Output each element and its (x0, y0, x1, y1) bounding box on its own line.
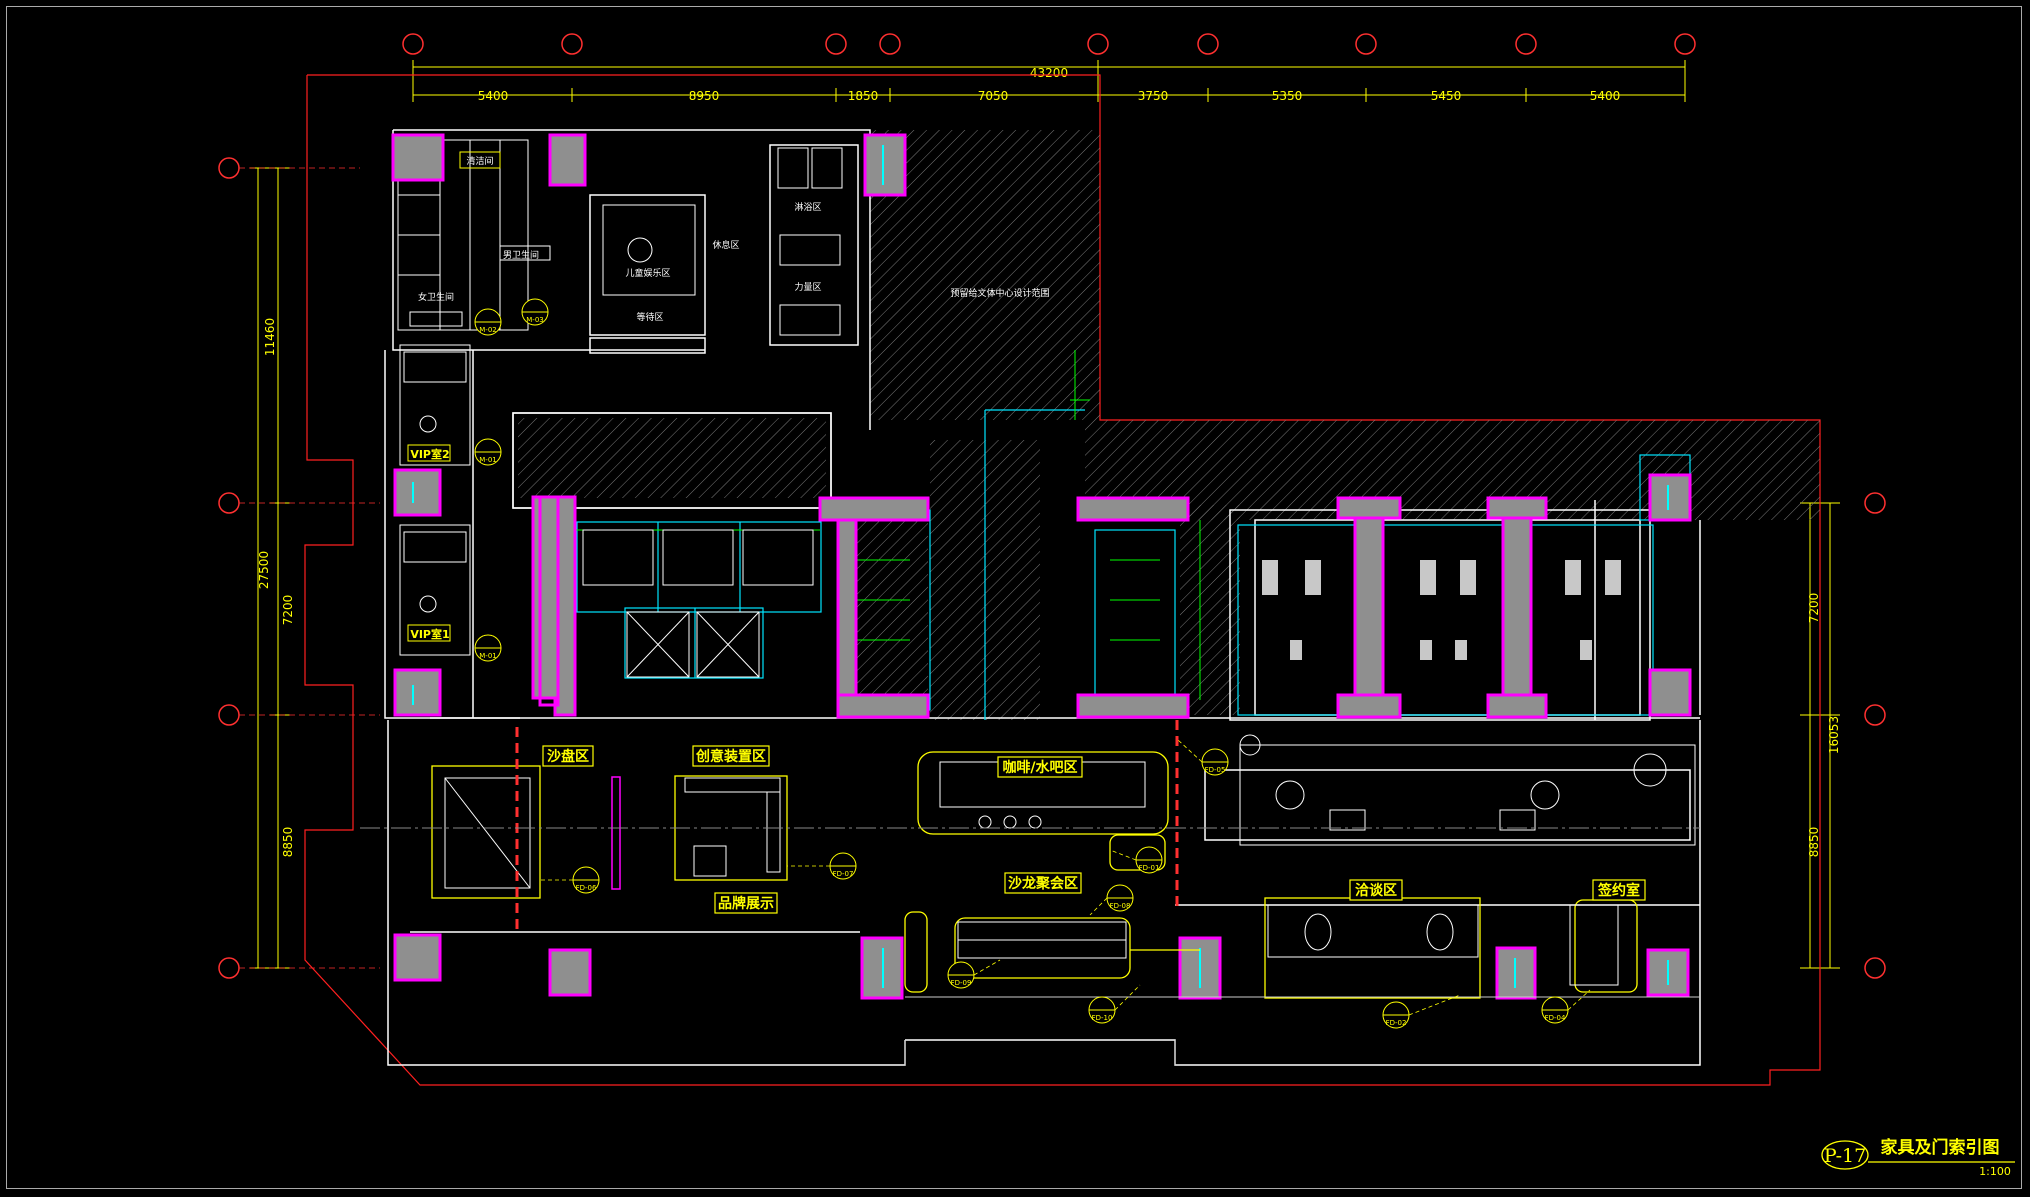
vip2-label: VIP室2 (410, 447, 449, 461)
span-label-7: 5450 (1431, 89, 1462, 103)
span-label-3: 1850 (848, 89, 879, 103)
left-grid-bubbles (218, 157, 240, 979)
zone-label-boxes (542, 745, 1646, 914)
span-label-1: 5400 (478, 89, 509, 103)
drawing-title: 家具及门索引图 (1881, 1137, 2000, 1158)
children-area-label: 儿童娱乐区 (625, 267, 670, 279)
female-wc-label: 女卫生间 (418, 291, 454, 303)
elevator-shafts (582, 529, 814, 678)
door-tag-m01-vip1: M-01 (479, 652, 496, 660)
furniture-tag-fd08: FD-08 (1110, 902, 1131, 910)
left-upper-dim: 11460 (263, 318, 277, 356)
right-overall-dim: 16053 (1827, 716, 1841, 754)
door-tag-m02: M-02 (479, 326, 496, 334)
furniture-tag-fd10: FD-10 (1092, 1014, 1113, 1022)
furniture-tag-fd07: FD-07 (833, 870, 854, 878)
leader-lines (540, 739, 1591, 1016)
span-label-5: 3750 (1138, 89, 1169, 103)
top-grid-bubbles (402, 33, 1696, 55)
right-lower-dim: 8850 (1807, 827, 1821, 858)
partition-lines (515, 720, 1179, 935)
male-wc-label: 男卫生间 (503, 249, 539, 261)
drawing-scale: 1:100 (1979, 1165, 2011, 1178)
reserved-zone-label: 预留给文体中心设计范围 (950, 287, 1049, 299)
door-tag-m01-vip2: M-01 (479, 456, 496, 464)
span-label-8: 5400 (1590, 89, 1621, 103)
furniture-tag-fd05: FD-05 (1205, 766, 1226, 774)
furniture-tag-fd06: FD-06 (576, 884, 597, 892)
brand-display-label: 品牌展示 (718, 895, 774, 912)
vip-rooms (399, 344, 471, 656)
sheet-number: P-17 (1824, 1145, 1866, 1167)
coffee-bar-zone-label: 咖啡/水吧区 (1002, 759, 1077, 776)
top-room-furniture (602, 147, 843, 336)
left-overall-dim: 27500 (257, 551, 271, 589)
title-block (1821, 1140, 2015, 1170)
salon-zone-label: 沙龙聚会区 (1008, 875, 1078, 892)
overall-width-label: 43200 (1030, 66, 1068, 80)
lower-zone-outlines (431, 751, 1638, 999)
vip1-label: VIP室1 (410, 627, 449, 641)
negotiation-zone-label: 洽谈区 (1355, 882, 1397, 899)
left-lower-dim: 8850 (281, 827, 295, 858)
sand-table-zone-label: 沙盘区 (547, 748, 589, 765)
creative-decor-zone-label: 创意装置区 (695, 748, 766, 765)
furniture-tag-fd09: FD-09 (951, 979, 972, 987)
vip2-box (407, 444, 451, 462)
right-bays (1262, 560, 1621, 660)
cleaning-room-label: 清洁间 (466, 155, 493, 167)
right-upper-dim: 7200 (1807, 593, 1821, 624)
rest-area-label: 休息区 (712, 239, 739, 251)
furniture-tag-fd04: FD-04 (1545, 1014, 1566, 1022)
waiting-area-label: 等待区 (636, 311, 663, 323)
span-label-4: 7050 (978, 89, 1009, 103)
signing-room-label: 签约室 (1597, 882, 1640, 899)
index-tag-circles (474, 298, 1569, 1029)
vip1-box (407, 624, 451, 642)
left-middle-dim: 7200 (281, 595, 295, 626)
sheet-number-ellipse (1821, 1140, 1869, 1170)
display-partition (611, 776, 621, 890)
door-tag-m03: M-03 (526, 316, 543, 324)
furniture-tag-fd01: FD-01 (1139, 864, 1160, 872)
span-label-6: 5350 (1272, 89, 1303, 103)
balcony-lines (904, 996, 1700, 1065)
span-label-2: 8950 (689, 89, 720, 103)
power-area-label: 力量区 (794, 281, 821, 293)
right-grid-bubbles (1864, 492, 1886, 979)
lower-furniture (444, 734, 1696, 986)
furniture-tag-fd02: FD-02 (1386, 1019, 1407, 1027)
column-inner-marks (412, 145, 1669, 988)
shower-area-label: 淋浴区 (794, 201, 821, 213)
reserved-hatch-zones (518, 130, 1820, 720)
cleaning-label-box (459, 151, 501, 169)
top-dimension-chain (412, 60, 1686, 102)
